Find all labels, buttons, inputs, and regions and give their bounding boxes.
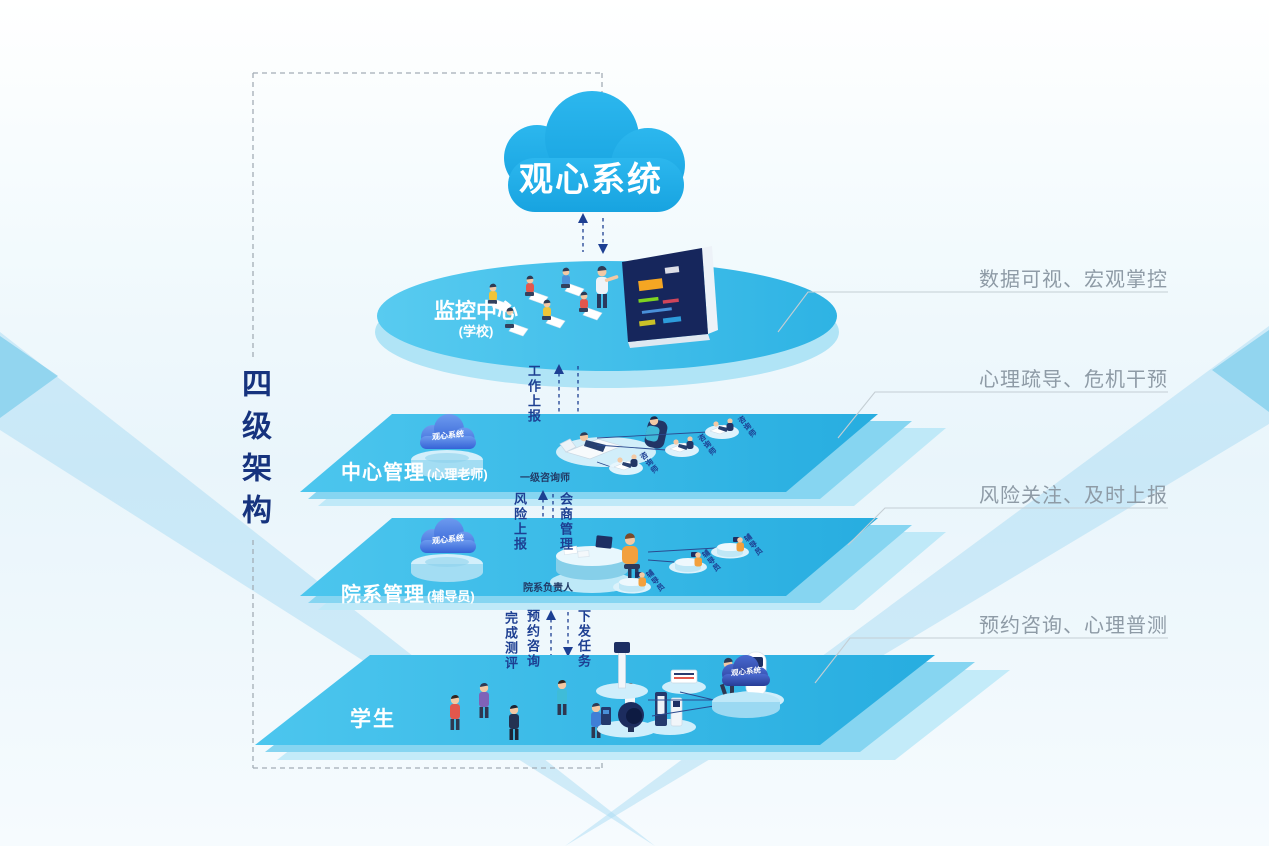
assessment-task-flow bbox=[550, 612, 569, 657]
department-management-subtitle-text: (辅导员) bbox=[427, 589, 475, 604]
monitor-center-subtitle: (学校) bbox=[458, 324, 494, 339]
device-connector-lines bbox=[648, 691, 715, 717]
monitor-center-title: 监控中心 bbox=[434, 300, 518, 323]
appointment-consultation-label: 预约咨询 bbox=[525, 609, 540, 669]
level-students bbox=[255, 642, 1010, 760]
annotation-center: 心理疏导、危机干预 bbox=[979, 369, 1168, 391]
chief-counselor-label: 一级咨询师 bbox=[520, 473, 570, 484]
annotation-students: 预约咨询、心理普测 bbox=[979, 615, 1168, 637]
student-cloud-icon bbox=[712, 655, 780, 718]
presenter-figure bbox=[596, 265, 619, 308]
annotation-monitor: 数据可视、宏观掌控 bbox=[979, 269, 1168, 291]
bracket-dashed-frame bbox=[252, 72, 603, 769]
kiosk-device bbox=[596, 642, 648, 699]
system-cloud bbox=[504, 91, 685, 212]
coach-figures bbox=[613, 537, 749, 594]
work-report-label: 工作上报 bbox=[526, 364, 541, 424]
annotation-lines bbox=[777, 291, 1168, 684]
complete-assessment-label: 完成测评 bbox=[503, 611, 518, 671]
risk-report-label: 风险上报 bbox=[512, 492, 527, 552]
system-cloud-label: 观心系统 bbox=[519, 161, 663, 199]
department-management-title: 院系管理 (辅导员) bbox=[341, 578, 475, 607]
department-management-title-text: 院系管理 bbox=[341, 584, 425, 606]
students-title: 学生 bbox=[350, 708, 396, 731]
level-department-management bbox=[300, 518, 946, 610]
vr-egg-chair bbox=[597, 702, 657, 738]
dept-head-label: 院系负责人 bbox=[523, 583, 573, 594]
dept-head-desk-scene bbox=[550, 533, 640, 593]
assessment-task-arrowheads bbox=[546, 610, 573, 657]
work-report-flow bbox=[558, 366, 579, 412]
audience-figures bbox=[488, 267, 603, 337]
test-box-device bbox=[662, 669, 706, 694]
level2-cloud-icon bbox=[411, 414, 483, 478]
chief-counselor-scene bbox=[556, 416, 668, 467]
dispatch-task-label: 下发任务 bbox=[576, 609, 591, 669]
level3-cloud-icon bbox=[411, 518, 483, 582]
consultation-management-label: 会商管理 bbox=[558, 492, 573, 552]
work-report-arrowhead bbox=[554, 364, 564, 374]
cloud-monitor-arrowheads bbox=[578, 213, 608, 254]
sub-counselor-figures bbox=[609, 418, 739, 475]
cloud-monitor-flow-arrows bbox=[582, 218, 604, 252]
dashboard-screen bbox=[622, 246, 718, 348]
annotation-department: 风险关注、及时上报 bbox=[979, 485, 1168, 507]
center-management-title: 中心管理 (心理老师) bbox=[341, 456, 488, 485]
level-center-management bbox=[300, 414, 946, 506]
level-monitor-center bbox=[375, 246, 839, 388]
center-management-title-text: 中心管理 bbox=[341, 462, 425, 484]
center-management-subtitle-text: (心理老师) bbox=[427, 467, 488, 482]
bracket-label: 四级架构 bbox=[237, 368, 270, 536]
